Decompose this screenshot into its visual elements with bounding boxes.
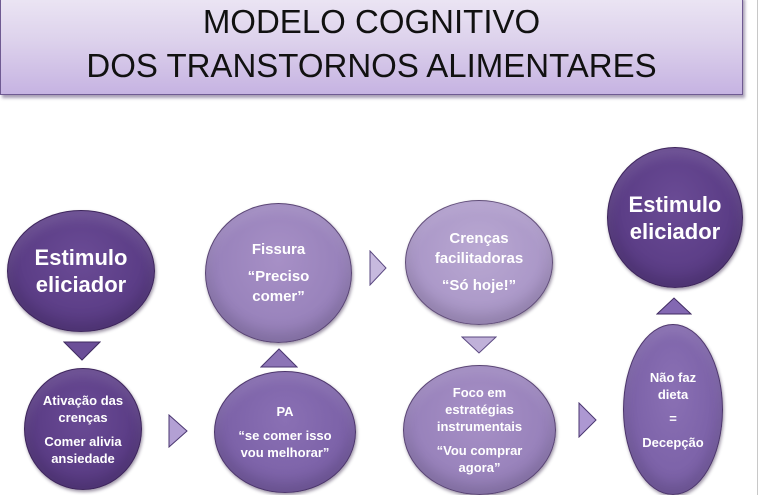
- title-banner: MODELO COGNITIVO DOS TRANSTORNOS ALIMENT…: [0, 0, 743, 95]
- node-text: eliciador: [629, 218, 721, 244]
- node-text: crenças: [58, 409, 108, 425]
- arrow-right-icon: [168, 414, 188, 448]
- arrow-up-icon: [656, 297, 692, 315]
- node-text: ansiedade: [51, 450, 115, 466]
- node-text: comer”: [252, 287, 305, 305]
- node-foco-estrategias: Foco em estratégias instrumentais “Vou c…: [403, 365, 556, 495]
- arrow-down-icon: [461, 336, 497, 354]
- node-text: Foco em: [452, 385, 507, 400]
- node-text: “Preciso: [247, 267, 310, 285]
- node-text: “se comer isso: [238, 428, 332, 443]
- node-ativacao-crencas: Ativação das crenças Comer alivia ansied…: [24, 368, 142, 490]
- node-pa: PA “se comer isso vou melhorar”: [214, 371, 356, 493]
- node-text: Fissura: [251, 240, 306, 258]
- node-text: vou melhorar”: [240, 445, 330, 460]
- node-text: instrumentais: [436, 419, 523, 434]
- node-text: dieta: [657, 386, 689, 402]
- title-line-2: DOS TRANSTORNOS ALIMENTARES: [86, 47, 657, 84]
- node-text: Comer alivia: [44, 433, 122, 449]
- node-text: =: [669, 410, 677, 426]
- node-text: eliciador: [35, 272, 127, 297]
- node-text: Estimulo: [34, 245, 128, 270]
- node-text: Estimulo: [628, 191, 722, 217]
- node-text: Não faz: [649, 369, 697, 385]
- node-text: Crenças: [449, 230, 509, 247]
- node-estimulo-eliciador-end: Estimulo eliciador: [607, 147, 743, 288]
- arrow-down-icon: [63, 341, 101, 361]
- title-line-1: MODELO COGNITIVO: [202, 3, 541, 40]
- node-text: facilitadoras: [434, 250, 524, 267]
- node-text: PA: [276, 404, 294, 419]
- node-text: estratégias: [445, 402, 514, 417]
- node-text: “Vou comprar: [436, 443, 523, 458]
- node-fissura: Fissura “Preciso comer”: [205, 203, 352, 343]
- slide-edge-line: [757, 0, 758, 495]
- node-estimulo-eliciador-start: Estimulo eliciador: [7, 210, 155, 332]
- node-text: “Só hoje!”: [441, 277, 517, 294]
- arrow-up-icon: [260, 348, 298, 368]
- node-text: Decepção: [642, 434, 704, 450]
- node-text: Ativação das: [42, 392, 124, 408]
- node-text: agora”: [458, 460, 501, 475]
- arrow-right-icon: [369, 250, 387, 286]
- node-nao-faz-dieta: Não faz dieta = Decepção: [623, 324, 723, 495]
- node-crencas-facilitadoras: Crenças facilitadoras “Só hoje!”: [405, 200, 553, 325]
- arrow-right-icon: [578, 402, 597, 438]
